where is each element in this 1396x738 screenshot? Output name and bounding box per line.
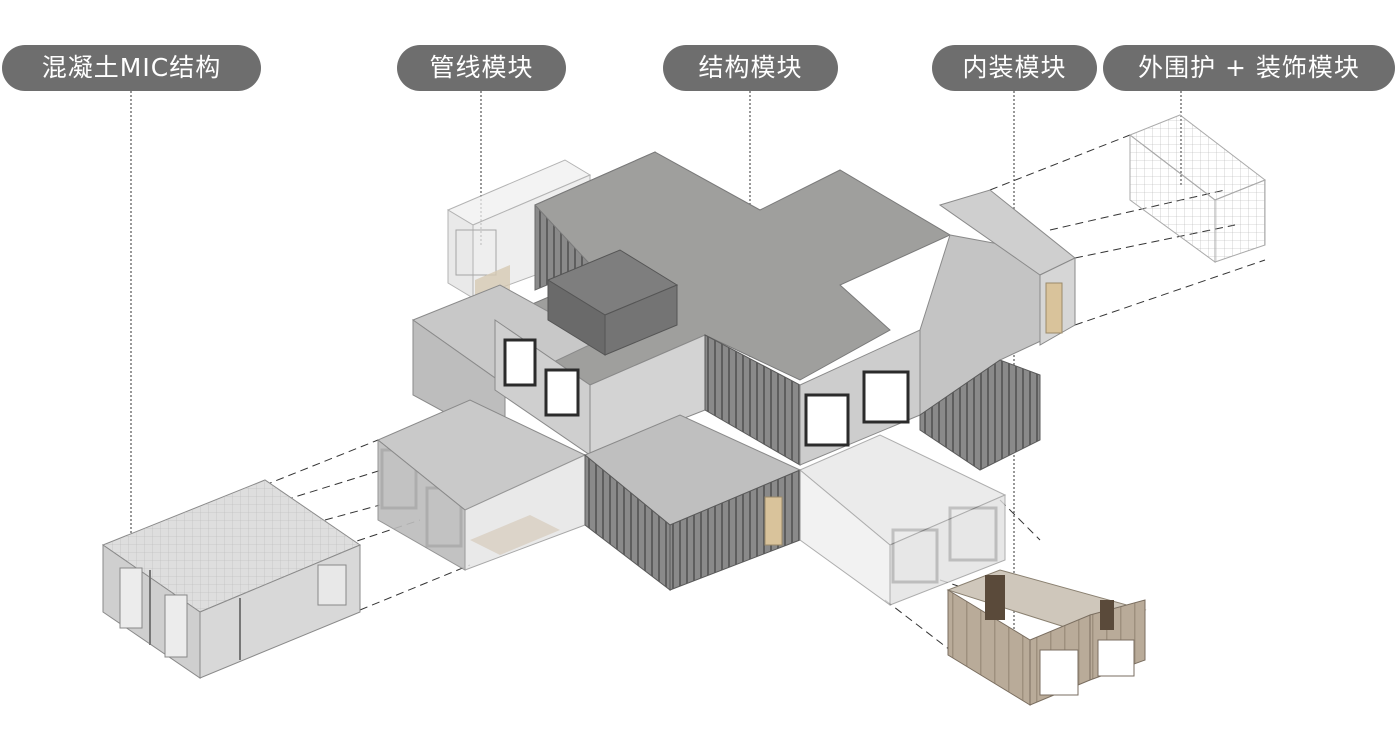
concrete-mic-structure (103, 480, 360, 678)
interior-module (948, 570, 1145, 705)
envelope-module (1130, 115, 1265, 262)
